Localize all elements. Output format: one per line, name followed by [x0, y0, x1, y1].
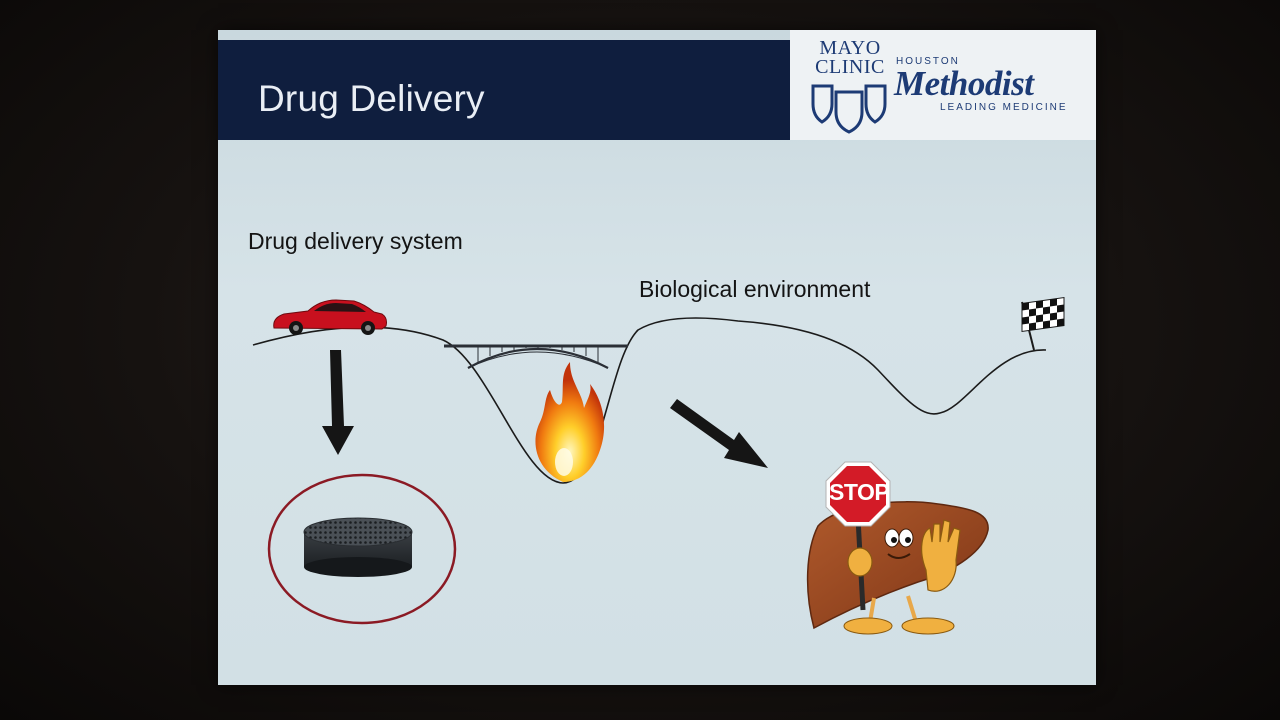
drug-delivery-system-label: Drug delivery system — [248, 228, 463, 254]
car-icon — [273, 299, 387, 335]
stop-sign-text: STOP — [829, 479, 890, 505]
terrain-curve — [252, 317, 1047, 484]
slide-title: Drug Delivery — [258, 78, 485, 119]
highlight-circle — [267, 473, 457, 625]
illustration-scene — [252, 296, 1065, 635]
fire-icon — [535, 362, 605, 482]
mayo-shield-icon — [811, 84, 887, 134]
mayo-clinic-logo-text: MAYO CLINIC — [806, 37, 894, 78]
title-bar: Drug Delivery — [218, 40, 790, 140]
nanoparticle-disc-icon — [303, 517, 413, 577]
methodist-logo-text: Methodist — [894, 64, 1034, 103]
checkered-flag-icon — [1021, 296, 1065, 351]
biological-environment-label: Biological environment — [639, 276, 871, 302]
logo-panel: MAYO CLINIC HOUSTON Methodist LEADING ME… — [790, 30, 1096, 140]
presentation-slide: Drug Delivery MAYO CLINIC HOUSTON Method… — [218, 30, 1096, 685]
stop-sign-icon — [825, 461, 891, 527]
liver-cartoon-icon — [806, 501, 989, 635]
mayo-line-1: MAYO — [819, 37, 881, 59]
bridge-icon — [444, 344, 628, 369]
mayo-line-2: CLINIC — [815, 56, 885, 78]
leading-medicine-text: LEADING MEDICINE — [940, 102, 1068, 113]
down-arrow-icon — [322, 350, 354, 455]
houston-text: HOUSTON — [896, 56, 960, 67]
diagonal-arrow-icon — [670, 399, 768, 468]
